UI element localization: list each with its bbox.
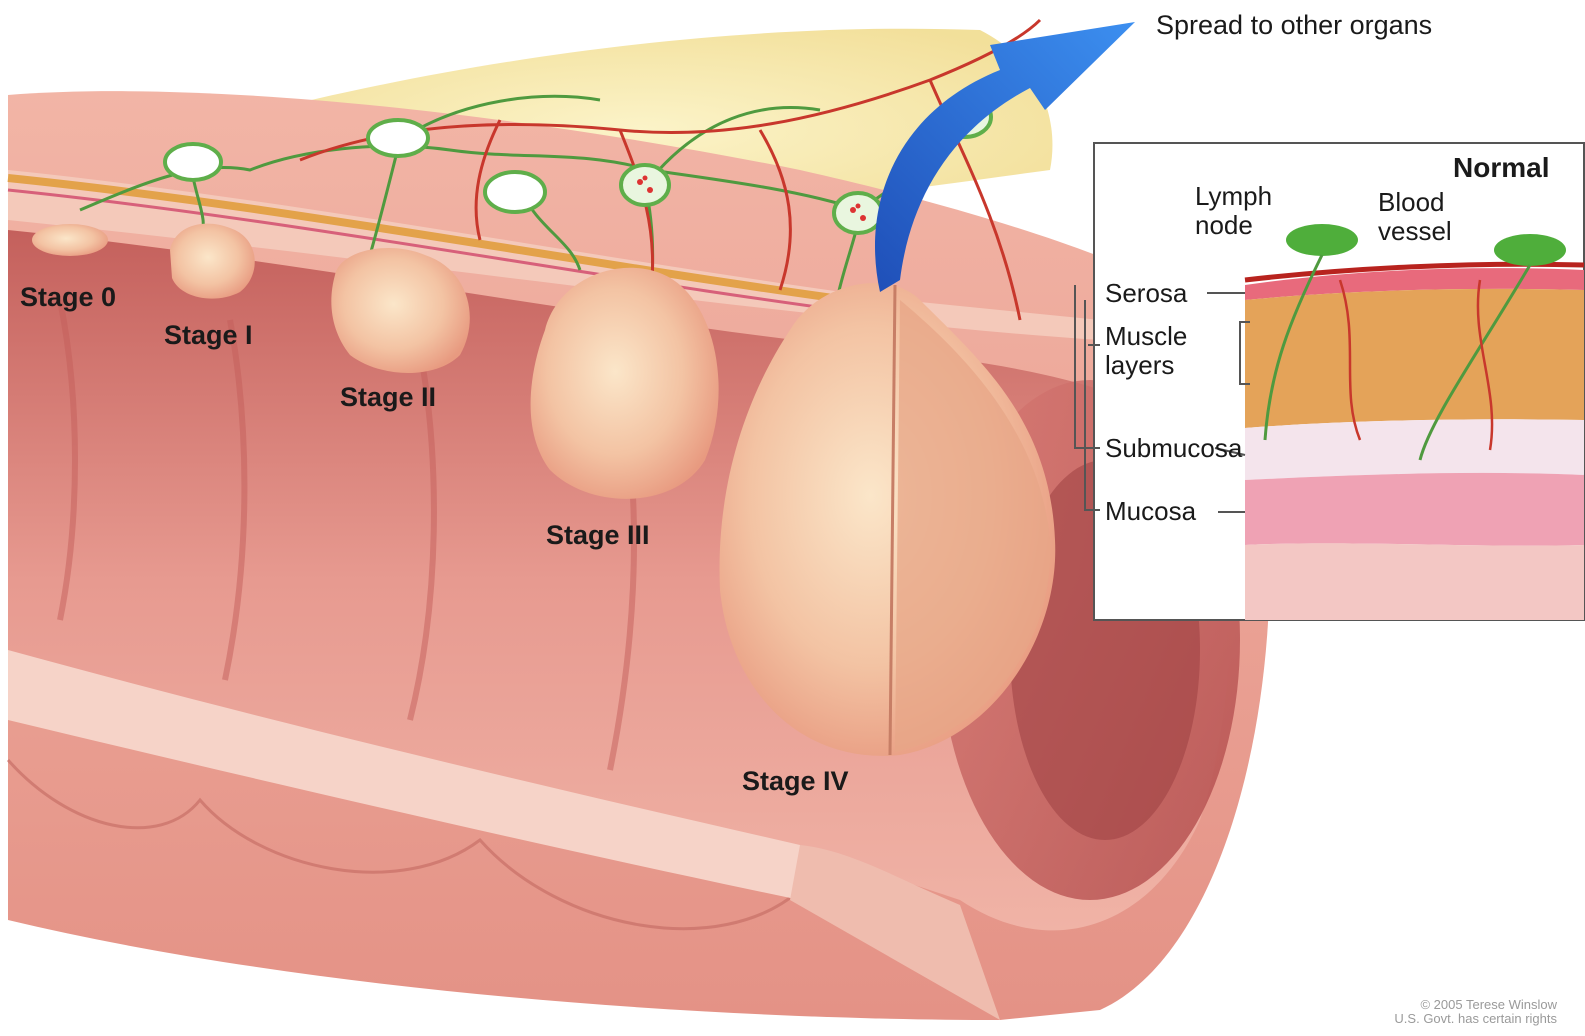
stage-1-label: Stage I	[164, 320, 253, 351]
inset-layer-muscle: Muscle layers	[1105, 322, 1187, 380]
stage-0-label: Stage 0	[20, 282, 116, 313]
inset-lymph-node-label: Lymph node	[1195, 182, 1272, 240]
copyright-credit: © 2005 Terese Winslow U.S. Govt. has cer…	[1394, 998, 1557, 1027]
lymph-node	[165, 144, 221, 180]
spread-label: Spread to other organs	[1156, 10, 1432, 41]
inset-title: Normal	[1453, 152, 1549, 184]
tumor-stage-3	[531, 268, 719, 499]
inset-lymph-node	[1286, 224, 1358, 256]
inset-layer-mucosa: Mucosa	[1105, 497, 1196, 526]
inset-lymph-node	[1494, 234, 1566, 266]
inset-normal-wall	[1075, 143, 1584, 620]
inset-blood-vessel-label: Blood vessel	[1378, 188, 1452, 246]
stage-2-label: Stage II	[340, 382, 436, 413]
inset-layer-serosa: Serosa	[1105, 279, 1187, 308]
tumor-stage-0	[32, 224, 108, 256]
stage-3-label: Stage III	[546, 520, 650, 551]
lymph-node	[368, 120, 428, 156]
tumor-stage-1	[170, 224, 255, 299]
lymph-node-affected	[621, 165, 669, 205]
stage-4-label: Stage IV	[742, 766, 849, 797]
inset-layer-submucosa: Submucosa	[1105, 434, 1242, 463]
lymph-node-affected	[834, 193, 882, 233]
lymph-node	[485, 172, 545, 212]
